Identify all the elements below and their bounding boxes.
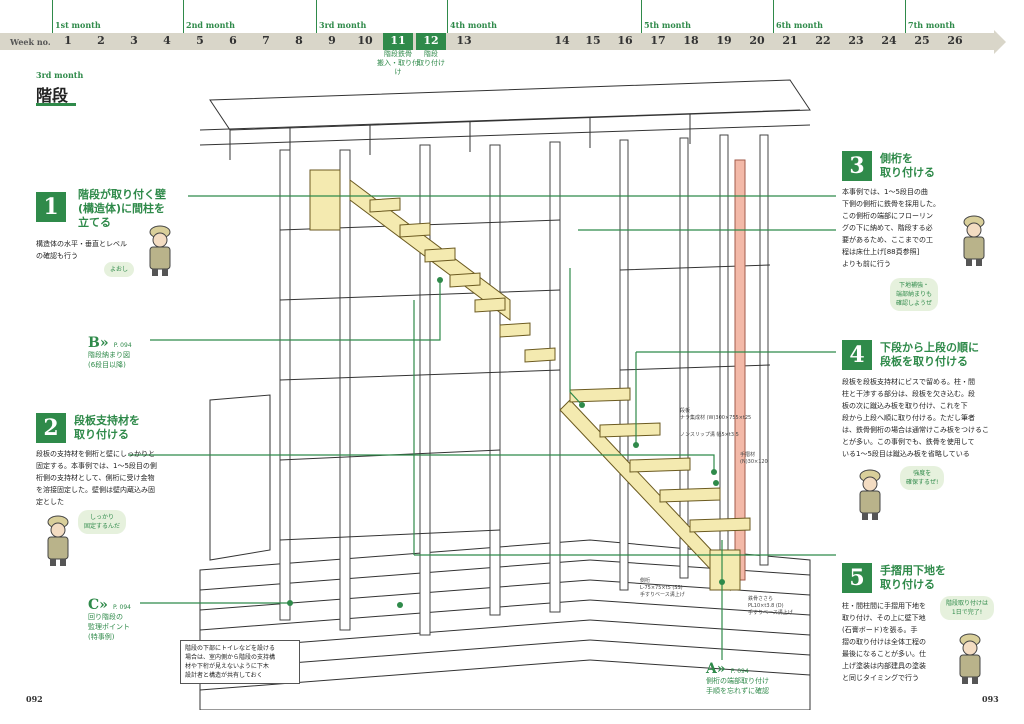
worker-character-icon [149,225,171,276]
drawing-label: 段板 ナラ集成材 (W)300×755×t25 [680,408,752,421]
month-label: 3rd month [319,20,367,30]
reference-text: 階段納まり図 (6段目以降) [88,351,130,369]
month-label: 6th month [776,20,823,30]
month-label: 7th month [908,20,955,30]
week-number: 7 [262,34,270,47]
reference-b: B» P. 094 [88,335,132,351]
worker-character-icon [959,633,981,684]
speech-bubble: 階段取り付けは 1日で完了! [940,596,995,620]
week-number: 6 [229,34,237,47]
step-title: 階段が取り付く壁 (構造体)に間柱を 立てる [78,188,166,229]
note-box: 階段の下部にトイレなどを設ける 場合は、室内側から階段の支持構 材や下桁が見えな… [180,640,300,684]
reference-page: P. 094 [113,604,131,611]
section-title: 階段 [36,86,69,105]
week-number-highlighted: 11 [383,33,413,50]
month-label: 5th month [644,20,691,30]
reference-page: P. 094 [730,668,749,675]
step-number: 5 [842,563,872,593]
worker-character-icon [859,469,881,520]
step-number: 1 [36,192,66,222]
reference-text: 回り階段の 監理ポイント (特事例) [88,613,130,641]
week-number: 25 [914,34,930,47]
week-number: 15 [585,34,601,47]
reference-c: C» P. 094 [88,597,131,613]
drawing-label: ノンスリップ溝 幅5×t3.5 [680,432,739,438]
stair-framing-illustration [199,79,811,710]
worker-character-icon [963,215,985,266]
week-number: 1 [64,34,72,47]
reference-letter: C [88,597,100,613]
month-label: 4th month [450,20,497,30]
month-divider [641,0,642,33]
worker-character-icon [47,515,69,566]
week-number: 17 [650,34,666,47]
timeline-arrow-icon [994,30,1006,54]
timeline-note: 階段鉄骨 搬入・取り付け [377,50,419,76]
step-body: 構造体の水平・垂直とレベル の確認も行う [36,240,127,260]
speech-bubble: よおし [104,262,135,277]
drawing-label: 側桁 L-75×75×t5 (SS) 手すりベース溝上げ [640,578,685,598]
week-number: 22 [815,34,831,47]
week-number: 23 [848,34,864,47]
week-number: 2 [97,34,105,47]
week-number: 26 [947,34,963,47]
week-number-highlighted: 12 [416,33,446,50]
week-number: 14 [554,34,570,47]
month-divider [905,0,906,33]
speech-bubble: 下地補強・ 端部納まりも 確認しようぜ [890,278,939,311]
month-label: 2nd month [186,20,235,30]
month-label: 1st month [55,20,101,30]
drawing-label: 手摺材 (N)30×120 [740,452,768,465]
reference-text: 側桁の端部取り付け 手順を忘れずに確認 [706,677,769,695]
step-title: 手摺用下地を 取り付ける [880,564,946,591]
month-divider [447,0,448,33]
week-number: 3 [130,34,138,47]
month-divider [52,0,53,33]
step-body: 段板の支持材を側桁と壁にしっかりと 固定する。本事例では、1〜5段目の側 桁側の… [36,450,157,506]
speech-bubble: 強度を 確保するぜ! [900,466,945,490]
week-number: 13 [456,34,472,47]
week-label: Week no. [10,37,51,47]
page-number-left: 092 [26,694,43,704]
step-title: 側桁を 取り付ける [880,152,935,179]
week-number: 5 [196,34,204,47]
reference-letter: A [706,661,717,677]
step-number: 2 [36,413,66,443]
schedule-timeline: Week no. 1st month 2nd month 3rd month 4… [0,0,1024,76]
week-number: 20 [749,34,765,47]
week-number: 8 [295,34,303,47]
drawing-label: 鉄骨ささら PL10×t3.8 (D) 手すりベース溝上げ [748,596,793,616]
timeline-bar [0,33,995,50]
step-body: 本事例では、1〜5段目の曲 下側の側桁に鉄骨を採用した。 この側桁の端部にフロー… [842,188,940,268]
week-number: 19 [716,34,732,47]
reference-letter: B [88,335,100,351]
step-body: 段板を段板支持材にビスで留める。柱・間 柱と干渉する部分は、段板を欠き込む。段 … [842,378,989,458]
week-number: 21 [782,34,798,47]
timeline-note: 階段 取り付け [417,50,445,67]
month-divider [183,0,184,33]
page-number-right: 093 [982,694,999,704]
section-underline [36,103,76,106]
speech-bubble: しっかり 固定するんだ [78,510,127,534]
step-body: 柱・間柱間に手摺用下地を 取り付け、その上に壁下地 (石膏ボード)を張る。手 摺… [842,602,926,682]
month-divider [316,0,317,33]
week-number: 24 [881,34,897,47]
step-number: 3 [842,151,872,181]
step-title: 段板支持材を 取り付ける [74,414,140,441]
reference-a: A» P. 094 [706,661,749,677]
week-number: 16 [617,34,633,47]
week-number: 10 [357,34,373,47]
step-number: 4 [842,340,872,370]
section-month: 3rd month [36,70,84,80]
step-title: 下段から上段の順に 段板を取り付ける [880,341,979,368]
reference-page: P. 094 [113,342,132,349]
week-number: 9 [328,34,336,47]
week-number: 18 [683,34,699,47]
week-number: 4 [163,34,171,47]
month-divider [773,0,774,33]
